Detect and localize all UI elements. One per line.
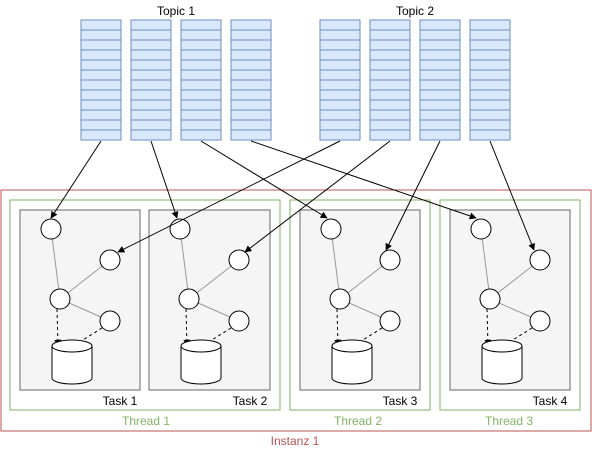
arrow-t2p4-task4 (489, 140, 535, 251)
task-topologies (40, 218, 551, 385)
topic-1-partition-3 (180, 19, 222, 141)
arrow-t2p2-task2 (244, 140, 391, 253)
source-node-icon (169, 218, 191, 240)
processor-node-icon (178, 288, 200, 310)
processor-node-icon (49, 288, 71, 310)
processor-node-icon (529, 310, 551, 332)
processor-node-icon (228, 249, 250, 271)
topic-1-partition-4 (230, 19, 272, 141)
thread-2-label: Thread 2 (334, 414, 382, 428)
source-node-icon (320, 218, 342, 240)
topic-1-partition-1 (80, 19, 122, 141)
state-store-icon (331, 339, 373, 385)
arrow-t2p3-task3 (385, 140, 441, 251)
task-4-topology (470, 218, 551, 385)
thread-3-box (439, 199, 581, 411)
processor-node-icon (228, 310, 250, 332)
processor-node-icon (99, 249, 121, 271)
task-1-label: Task 1 (103, 394, 138, 408)
processor-node-icon (529, 249, 551, 271)
topic-2-partition-2 (369, 19, 411, 141)
source-node-icon (40, 218, 62, 240)
processor-node-icon (479, 288, 501, 310)
instance-label: Instanz 1 (271, 434, 320, 448)
topic-2-partition-4 (469, 19, 511, 141)
state-store-icon (180, 339, 222, 385)
thread-1-label: Thread 1 (122, 414, 170, 428)
task-3-label: Task 3 (383, 394, 418, 408)
partition-arrows (50, 140, 535, 253)
arrow-t1p2-task2 (150, 140, 179, 219)
source-node-icon (470, 218, 492, 240)
topic-partitions (80, 19, 511, 141)
processor-node-icon (379, 310, 401, 332)
state-store-icon (51, 339, 93, 385)
state-store-icon (481, 339, 523, 385)
topic-1-partition-2 (130, 19, 172, 141)
topic-2-partition-1 (319, 19, 361, 141)
processor-node-icon (329, 288, 351, 310)
topic-1-label: Topic 1 (157, 4, 195, 18)
topic-2-partition-3 (419, 19, 461, 141)
arrow-t1p1-task1 (50, 140, 102, 219)
task-2-label: Task 2 (233, 394, 268, 408)
arrow-t1p4-task4 (250, 140, 477, 220)
thread-3-label: Thread 3 (485, 414, 533, 428)
task-4-label: Task 4 (533, 394, 568, 408)
task-3-topology (320, 218, 401, 385)
thread-1-box (9, 199, 281, 411)
instance-box (0, 189, 592, 432)
task-2-topology (169, 218, 250, 385)
processor-node-icon (99, 310, 121, 332)
thread-2-box (289, 199, 431, 411)
topic-2-label: Topic 2 (396, 4, 434, 18)
arrow-t2p1-task1 (117, 140, 341, 253)
task-1-topology (40, 218, 121, 385)
processor-node-icon (379, 249, 401, 271)
